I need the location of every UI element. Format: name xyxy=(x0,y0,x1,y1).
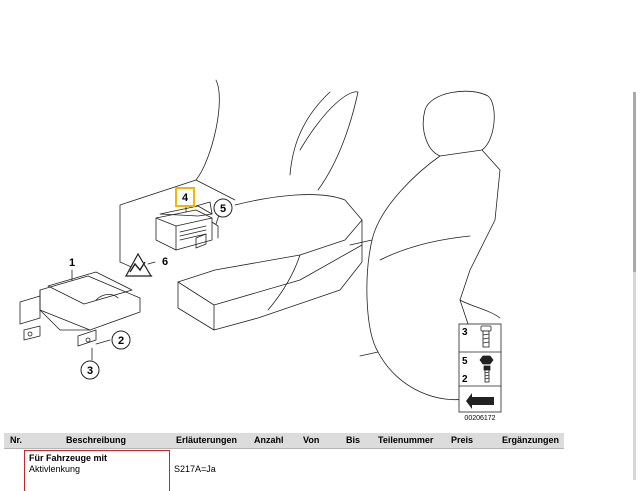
callout-6[interactable]: 6 xyxy=(162,256,168,268)
legend-item-5: 5 xyxy=(462,356,468,367)
callout-5[interactable]: 5 xyxy=(213,198,233,218)
screw-icon xyxy=(483,365,491,383)
callout-1[interactable]: 1 xyxy=(69,257,75,269)
arrow-icon xyxy=(466,393,494,409)
callout-2-label: 2 xyxy=(118,335,124,347)
column-header-ergaenzungen[interactable]: Ergänzungen xyxy=(502,435,560,445)
parts-table-header: Nr. Beschreibung Erläuterungen Anzahl Vo… xyxy=(4,433,564,449)
parts-diagram: 4 5 1 6 2 3 3 5 2 xyxy=(19,79,502,422)
callout-1-label: 1 xyxy=(69,257,75,269)
callout-2[interactable]: 2 xyxy=(111,330,131,350)
callout-3[interactable]: 3 xyxy=(80,360,100,380)
callout-5-label: 5 xyxy=(220,203,226,215)
legend-item-2: 2 xyxy=(462,374,468,385)
image-number: 00206172 xyxy=(464,415,495,422)
legend-item-3: 3 xyxy=(462,327,468,338)
column-header-erlaeuterungen[interactable]: Erläuterungen xyxy=(176,435,238,445)
column-header-bis[interactable]: Bis xyxy=(346,435,361,445)
callout-6-label: 6 xyxy=(162,256,168,268)
column-header-beschreibung[interactable]: Beschreibung xyxy=(66,435,127,445)
nut-icon xyxy=(479,355,494,365)
column-header-teilenummer[interactable]: Teilenummer xyxy=(378,435,434,445)
info-warning-triangle-icon[interactable] xyxy=(124,252,153,277)
selected-row-highlight xyxy=(24,450,170,491)
column-header-von[interactable]: Von xyxy=(303,435,320,445)
column-header-nr[interactable]: Nr. xyxy=(10,435,23,445)
scrollbar-track[interactable] xyxy=(633,92,636,480)
callout-4-label: 4 xyxy=(182,192,189,204)
hardware-legend: 3 5 2 00206172 xyxy=(458,323,502,422)
table-row[interactable]: Für Fahrzeuge mit Aktivlenkung S217A=Ja xyxy=(4,449,564,480)
callout-3-label: 3 xyxy=(87,365,93,377)
row-description: Aktivlenkung xyxy=(29,464,81,474)
callout-4[interactable]: 4 xyxy=(175,187,195,207)
scrollbar-thumb[interactable] xyxy=(633,92,636,272)
row-explanation: S217A=Ja xyxy=(174,464,216,474)
bolt-icon xyxy=(480,325,492,348)
row-title: Für Fahrzeuge mit xyxy=(29,453,108,463)
column-header-preis[interactable]: Preis xyxy=(451,435,474,445)
column-header-anzahl[interactable]: Anzahl xyxy=(254,435,284,445)
